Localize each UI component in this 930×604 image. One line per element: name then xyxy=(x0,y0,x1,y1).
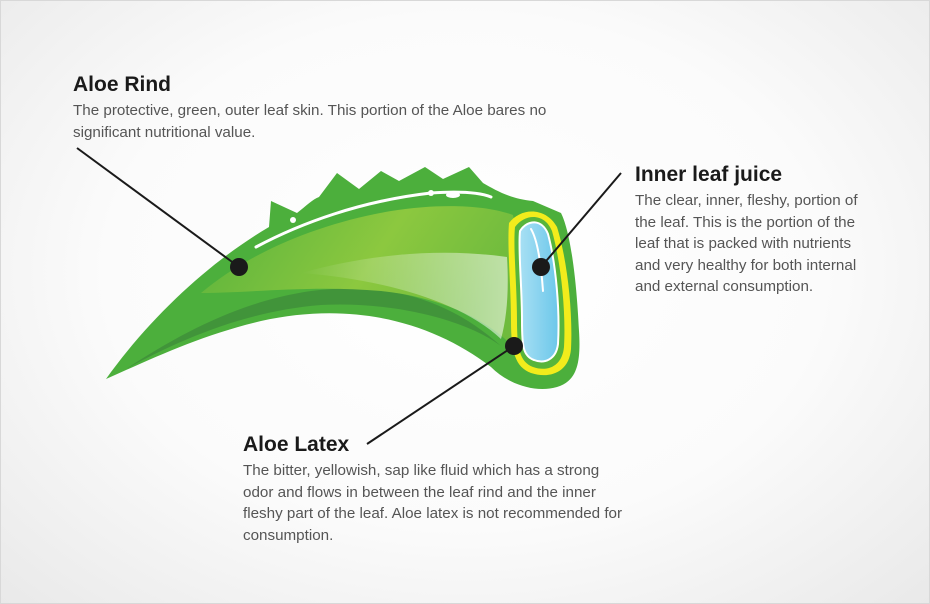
rind-leader-line xyxy=(76,147,240,268)
inner-leaf-juice-title: Inner leaf juice xyxy=(635,163,783,186)
ridge-dot xyxy=(428,190,434,196)
rind-marker xyxy=(230,258,248,276)
juice-marker xyxy=(532,258,550,276)
latex-marker xyxy=(505,337,523,355)
aloe-latex-callout: Aloe Latex The bitter, yellowish, sap li… xyxy=(243,433,623,546)
latex-leader-line xyxy=(366,345,515,445)
flesh-highlight xyxy=(301,252,508,339)
aloe-rind-title: Aloe Rind xyxy=(73,73,171,96)
aloe-latex-description: The bitter, yellowish, sap like fluid wh… xyxy=(243,462,623,544)
rind-ridge-line xyxy=(254,190,493,249)
aloe-latex-title: Aloe Latex xyxy=(243,433,350,456)
ridge-dot xyxy=(446,192,460,198)
inner-leaf-juice-description: The clear, inner, fleshy, portion of the… xyxy=(635,192,858,295)
ridge-dot xyxy=(290,217,296,223)
aloe-rind-description: The protective, green, outer leaf skin. … xyxy=(73,102,547,141)
juice-leader-line xyxy=(540,172,622,268)
juice-highlight xyxy=(530,228,544,292)
aloe-rind-lower-band xyxy=(126,288,501,369)
aloe-rind-callout: Aloe Rind The protective, green, outer l… xyxy=(73,73,603,143)
inner-leaf-juice-callout: Inner leaf juice The clear, inner, flesh… xyxy=(635,163,875,298)
